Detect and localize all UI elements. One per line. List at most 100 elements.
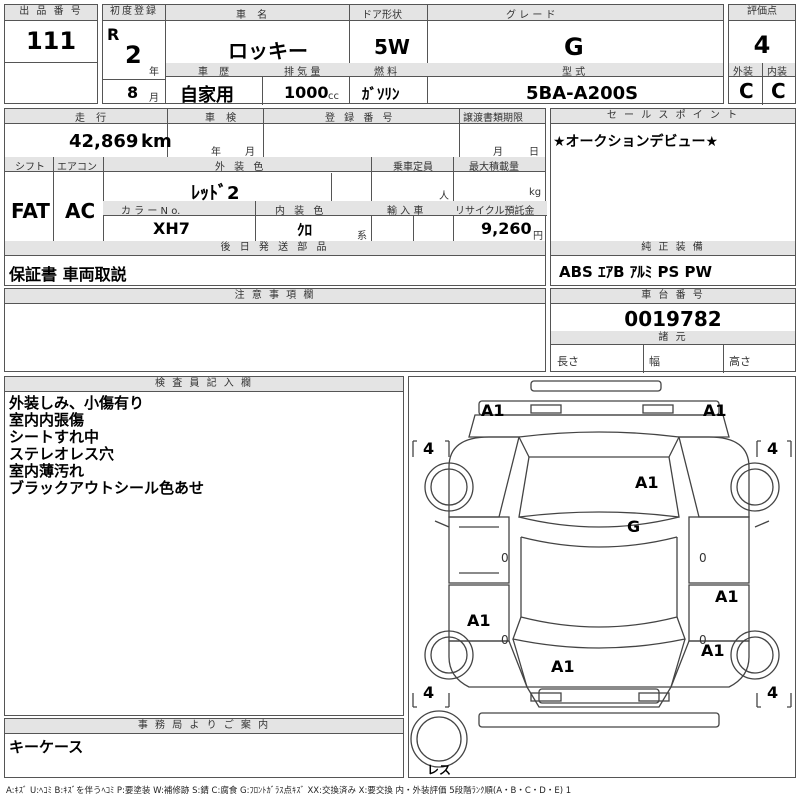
fuel-header: 燃 料 bbox=[374, 67, 398, 78]
recycle-header: リサイクル預託金 bbox=[455, 206, 535, 217]
fuel: ｶﾞｿﾘﾝ bbox=[362, 85, 400, 103]
office-box: 事 務 局 よ り ご 案 内 キーケース bbox=[4, 718, 404, 778]
capacity-unit: 人 bbox=[439, 191, 449, 202]
sales-point: ★オークションデビュー★ bbox=[553, 134, 719, 150]
specs-header: 諸 元 bbox=[551, 331, 795, 345]
interior-grade: C bbox=[771, 79, 786, 103]
later-parts: 保証書 車両取説 bbox=[9, 265, 127, 284]
month-unit: 月 bbox=[149, 93, 159, 104]
damage-mark: A1 bbox=[481, 401, 505, 420]
tire-front-right: 4 bbox=[767, 439, 779, 458]
max-load-header: 最大積載量 bbox=[469, 162, 519, 173]
registration-month: 8 bbox=[127, 83, 139, 102]
width-label: 幅 bbox=[649, 355, 660, 368]
recycle-unit: 円 bbox=[533, 231, 543, 242]
damage-mark: G bbox=[627, 517, 641, 536]
lot-number: 111 bbox=[25, 27, 77, 55]
inspection-year-unit: 年 bbox=[211, 147, 221, 158]
recycle-fee: 9,260 bbox=[481, 219, 532, 238]
import-header: 輸 入 車 bbox=[387, 206, 424, 217]
mileage: 42,869 bbox=[69, 131, 139, 152]
inspector-note-line: シートすれ中 bbox=[9, 428, 100, 446]
first-registration-box: 初度登録 R 2 年 8 月 bbox=[102, 4, 166, 104]
interior-header: 内装 bbox=[767, 67, 787, 78]
transfer-day-unit: 日 bbox=[529, 147, 539, 158]
color-number: XH7 bbox=[153, 219, 190, 238]
exterior-grade: C bbox=[739, 79, 754, 103]
score-box: 評価点 4 外装 内装 C C bbox=[728, 4, 796, 105]
mileage-unit: km bbox=[141, 131, 172, 152]
tire-tread-rr: 0 bbox=[699, 633, 707, 647]
mileage-header: 走 行 bbox=[75, 113, 111, 124]
shift: FAT bbox=[11, 199, 50, 223]
notes-box: 注 意 事 項 欄 bbox=[4, 288, 546, 372]
model-code: 5BA-A200S bbox=[526, 83, 639, 104]
damage-mark: A1 bbox=[703, 401, 727, 420]
chassis-box: 車 台 番 号 0019782 諸 元 長さ 幅 高さ bbox=[550, 288, 796, 373]
car-outline bbox=[410, 380, 792, 768]
car-name-header: 車 名 bbox=[236, 10, 272, 21]
grade: G bbox=[564, 33, 584, 61]
interior-color: ｸﾛ bbox=[297, 221, 313, 239]
damage-diagram: 4 4 4 4 0 0 0 0 A1 A1 A1 G A1 A1 A1 A1 レ… bbox=[408, 376, 796, 778]
legend: A:ｷｽﾞ U:ﾍｺﾐ B:ｷｽﾞを伴うﾍｺﾐ P:要塗装 W:補修跡 S:錆 … bbox=[6, 786, 572, 796]
tire-rear-right: 4 bbox=[767, 683, 779, 702]
exterior-color-header: 外 装 色 bbox=[215, 162, 267, 173]
inspector-notes: 外装しみ、小傷有り室内内張傷シートすれ中ステレオレス穴室内薄汚れブラックアウトシ… bbox=[9, 395, 399, 497]
inspector-note-line: 室内内張傷 bbox=[9, 411, 85, 429]
transfer-month-unit: 月 bbox=[493, 147, 503, 158]
score: 4 bbox=[753, 31, 771, 59]
registration-year: 2 bbox=[125, 41, 142, 69]
displacement-header: 排 気 量 bbox=[284, 67, 321, 78]
score-header: 評価点 bbox=[729, 5, 795, 21]
inspector-note-line: ブラックアウトシール色あせ bbox=[9, 479, 205, 497]
shift-header: シフト bbox=[15, 162, 45, 173]
history-header: 車 歴 bbox=[198, 67, 234, 78]
tire-tread-fl: 0 bbox=[501, 551, 509, 565]
inspector-box: 検 査 員 記 入 欄 外装しみ、小傷有り室内内張傷シートすれ中ステレオレス穴室… bbox=[4, 376, 404, 716]
tire-tread-fr: 0 bbox=[699, 551, 707, 565]
registration-number-header: 登 録 番 号 bbox=[325, 113, 396, 124]
lot-number-header: 出 品 番 号 bbox=[5, 5, 97, 21]
later-parts-header: 後 日 発 送 部 品 bbox=[5, 241, 545, 256]
damage-mark: A1 bbox=[715, 587, 739, 606]
chassis-number: 0019782 bbox=[624, 307, 722, 331]
damage-mark: A1 bbox=[701, 641, 725, 660]
damage-mark: A1 bbox=[635, 473, 659, 492]
damage-mark: A1 bbox=[551, 657, 575, 676]
tire-tread-rl: 0 bbox=[501, 633, 509, 647]
chassis-header: 車 台 番 号 bbox=[551, 289, 795, 304]
displacement-unit: cc bbox=[328, 91, 339, 102]
color-number-header: カ ラ ー N o. bbox=[121, 206, 181, 217]
grade-header: グ レ ー ド bbox=[506, 10, 556, 21]
interior-color-header: 内 装 色 bbox=[275, 206, 327, 217]
inspector-note-line: 外装しみ、小傷有り bbox=[9, 394, 145, 412]
car-info-box: 車 名 ドア形状 グ レ ー ド ロッキー 5W G 車 歴 排 気 量 燃 料… bbox=[166, 4, 724, 106]
notes-header: 注 意 事 項 欄 bbox=[5, 289, 545, 304]
height-label: 高さ bbox=[729, 355, 751, 368]
year-unit: 年 bbox=[149, 67, 159, 78]
genuine-equipment-header: 純 正 装 備 bbox=[551, 241, 795, 256]
damage-mark: A1 bbox=[467, 611, 491, 630]
interior-color-suffix: 系 bbox=[357, 231, 367, 242]
spare-tire-label: レス bbox=[427, 763, 452, 777]
genuine-equipment: ABS ｴｱB ｱﾙﾐ PS PW bbox=[559, 263, 713, 281]
transfer-deadline-header: 譲渡書類期限 bbox=[463, 113, 523, 124]
sales-point-box: セ ー ル ス ポ イ ン ト ★オークションデビュー★ 純 正 装 備 ABS… bbox=[550, 108, 796, 286]
inspector-header: 検 査 員 記 入 欄 bbox=[5, 377, 403, 392]
aircon: AC bbox=[65, 199, 96, 223]
model-header: 型 式 bbox=[562, 67, 586, 78]
inspection-month-unit: 月 bbox=[245, 147, 255, 158]
tire-rear-left: 4 bbox=[423, 683, 435, 702]
inspector-note-line: 室内薄汚れ bbox=[9, 462, 85, 480]
car-name: ロッキー bbox=[228, 39, 308, 63]
exterior-color: ﾚｯﾄﾞ2 bbox=[191, 183, 240, 204]
displacement: 1000 bbox=[284, 83, 329, 102]
door-header: ドア形状 bbox=[362, 10, 402, 21]
inspection-header: 車 検 bbox=[205, 113, 241, 124]
length-label: 長さ bbox=[557, 355, 579, 368]
aircon-header: エアコン bbox=[57, 162, 97, 173]
inspector-note-line: ステレオレス穴 bbox=[9, 445, 115, 463]
max-load-unit: kg bbox=[529, 187, 542, 198]
first-registration-header: 初度登録 bbox=[103, 5, 165, 21]
